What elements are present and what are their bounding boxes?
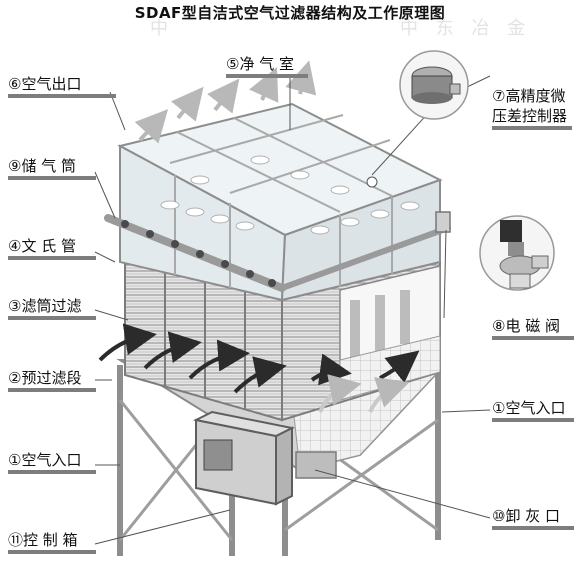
label-control-box: ⑪控 制 箱 bbox=[8, 530, 96, 554]
label-venturi: ④文 氏 管 bbox=[8, 236, 96, 260]
label-ash-discharge: ⑩卸 灰 口 bbox=[492, 506, 574, 530]
label-pressure-controller: ⑦高精度微 压差控制器 bbox=[492, 86, 572, 130]
label-clean-room: ⑤净 气 室 bbox=[226, 54, 308, 78]
clean-room-side bbox=[280, 178, 441, 302]
label-air-outlet: ⑥空气出口 bbox=[8, 74, 116, 98]
watermark-right: 中 东 冶 金 bbox=[400, 18, 532, 39]
diagram-title: SDAF型自洁式空气过滤器结构及工作原理图 bbox=[134, 4, 446, 22]
label-air-tank: ⑨储 气 筒 bbox=[8, 156, 96, 180]
label-filter-cartridge: ③滤筒过滤 bbox=[8, 296, 96, 320]
label-pre-filter: ②预过滤段 bbox=[8, 368, 96, 392]
label-solenoid-valve: ⑧电 磁 阀 bbox=[492, 316, 574, 340]
label-air-inlet-left: ①空气入口 bbox=[8, 450, 96, 474]
watermark-left: 中 bbox=[150, 18, 174, 39]
label-air-inlet-right: ①空气入口 bbox=[492, 398, 574, 422]
solenoid-valve-device bbox=[479, 215, 555, 291]
pressure-controller-device bbox=[399, 50, 469, 120]
